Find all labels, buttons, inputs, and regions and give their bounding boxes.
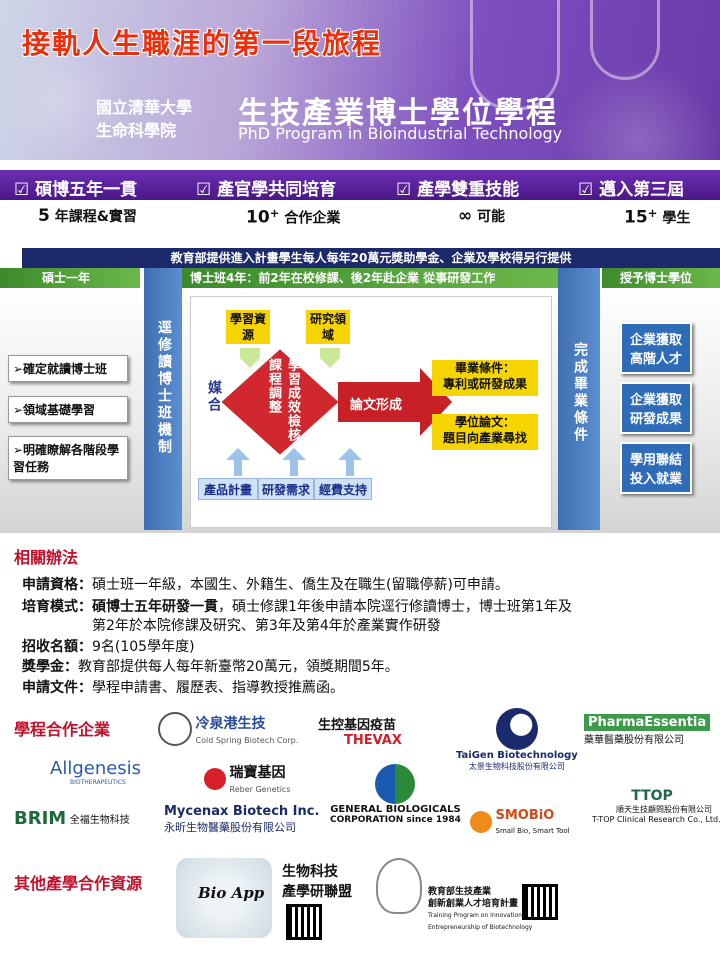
program-title-zh: 生技產業博士學位學程 (238, 96, 558, 131)
logo-brim: BRIM 全福生物科技 (14, 808, 130, 829)
moe-program-logo (376, 858, 422, 914)
rule-quota: 招收名額：9名(105學年度) (22, 639, 195, 655)
graduation-condition: 畢業條件： 專利或研發成果 (432, 360, 538, 396)
outcome-rd: 企業獲取研發成果 (620, 382, 692, 434)
arrow-up-2 (282, 448, 306, 476)
outcome-employment: 學用聯結投入就業 (620, 442, 692, 494)
rule-scholarship: 獎學金：教育部提供每人每年新臺幣20萬元，領獎期間5年。 (22, 659, 399, 675)
graduation-condition-title: 畢業條件： (454, 361, 515, 375)
complete-column: 完成畢業條件 (558, 268, 600, 530)
thesis-box: 學位論文： 題目向產業尋找 (432, 414, 538, 450)
transfer-column: 逕修讀博士班機制 (144, 268, 182, 530)
feature-4: ☑ 邁入第三屆 (578, 180, 685, 200)
stat-partners: 10+ 合作企業 (246, 206, 341, 228)
arrow-down-1 (240, 348, 260, 368)
logo-ttop: TTOP 順天生技顧問股份有限公司 T-TOP Clinical Researc… (592, 788, 720, 824)
stat-years: 5 年課程&實習 (38, 206, 137, 226)
input-learning-resources: 學習資源 (226, 310, 270, 344)
input-product-plan: 產品計畫 (198, 478, 258, 500)
logo-pharmaessentia: PharmaEssentia 藥華醫藥股份有限公司 (584, 714, 711, 746)
logo-allgenesis: Allgenesis BIOTHERAPEUTICS (50, 758, 142, 786)
college-name: 生命科學院 (96, 121, 177, 140)
thesis-text: 題目向產業尋找 (442, 431, 527, 445)
graduation-condition-text: 專利或研發成果 (442, 377, 527, 391)
logo-thevax: 生控基因疫苗 THEVAX (318, 718, 402, 748)
rules-heading: 相關辦法 (14, 548, 79, 567)
rule-documents: 申請文件：學程申請書、履歷表、指導教授推薦函。 (22, 680, 344, 696)
transfer-column-label: 逕修讀博士班機制 (156, 320, 172, 456)
matchmaking-label: 媒合 (206, 380, 222, 414)
rule-eligibility: 申請資格：碩士班一年級，本國生、外籍生、僑生及在職生(留職停薪)可申請。 (22, 577, 509, 593)
input-research-fields: 研究領域 (306, 310, 350, 344)
moe-qr-code[interactable] (522, 884, 558, 920)
outcome-talent: 企業獲取高階人才 (620, 322, 692, 374)
rule-mode-cont: 第2年於本院修課及研究、第3年及第4年於產業實作研發 (92, 618, 441, 634)
logo-generalbiologicals: GENERAL BIOLOGICALS CORPORATION since 19… (330, 764, 461, 825)
thesis-title: 學位論文： (454, 415, 515, 429)
program-title-en: PhD Program in Bioindustrial Technology (238, 124, 563, 143)
alliance-qr-code[interactable] (286, 904, 322, 940)
other-heading: 其他產學合作資源 (14, 874, 143, 893)
rule-mode: 培育模式：碩博士五年研發一貫，碩士修課1年後申請本院逕行修讀博士，博士班第1年及 (22, 599, 572, 615)
moe-program-name: 教育部生技產業創新創業人才培育計畫 Training Program on In… (428, 887, 536, 931)
complete-column-label: 完成畢業條件 (572, 342, 588, 444)
feature-2: ☑ 產官學共同培育 (196, 180, 337, 200)
arrow-up-1 (226, 448, 250, 476)
left-step-1: ➢確定就讀博士班 (8, 355, 128, 382)
input-funding-support: 經費支持 (314, 478, 372, 500)
left-step-3: ➢明確瞭解各階段學習任務 (8, 436, 128, 480)
bioapp-text: Bio App (198, 884, 265, 902)
arrow-label: 論文形成 (350, 398, 403, 413)
alliance-name: 生物科技產學研聯盟 (282, 864, 352, 900)
feature-3: ☑ 產學雙重技能 (396, 180, 520, 200)
partners-heading: 學程合作企業 (14, 720, 111, 739)
core-diagram (220, 346, 452, 476)
feature-1: ☑ 碩博五年一貫 (14, 180, 138, 200)
phase-phd: 博士班4年：前2年在校修課、後2年赴企業 從事研發工作 (182, 268, 558, 288)
stat-possibility: ∞ 可能 (458, 206, 506, 226)
left-step-2: ➢領域基礎學習 (8, 396, 128, 423)
logo-taigen: TaiGen Biotechnology 太景生物科技股份有限公司 (456, 708, 578, 772)
school-name: 國立清華大學 (96, 98, 193, 117)
thesis-arrow (338, 368, 452, 436)
slogan: 接軌人生職涯的第一段旅程 (22, 27, 383, 60)
hero-banner (0, 0, 720, 160)
phase-degree: 授予博士學位 (602, 268, 720, 288)
bioapp-logo: Bio App (176, 858, 272, 938)
arrow-up-3 (338, 448, 362, 476)
stat-students: 15+ 學生 (624, 206, 691, 228)
logo-mycenax: Mycenax Biotech Inc. 永昕生物醫藥股份有限公司 (164, 804, 320, 834)
phase-master: 碩士一年 (0, 268, 140, 288)
arrow-down-2 (320, 348, 340, 368)
input-rd-needs: 研發需求 (258, 478, 314, 500)
core-label: 學習成效檢核課程調整 (266, 358, 300, 442)
core-diamond (220, 346, 342, 458)
funding-bar: 教育部提供進入計畫學生每人每年20萬元獎助學金、企業及學校得另行提供 (22, 248, 720, 268)
feature-bar (0, 170, 720, 200)
